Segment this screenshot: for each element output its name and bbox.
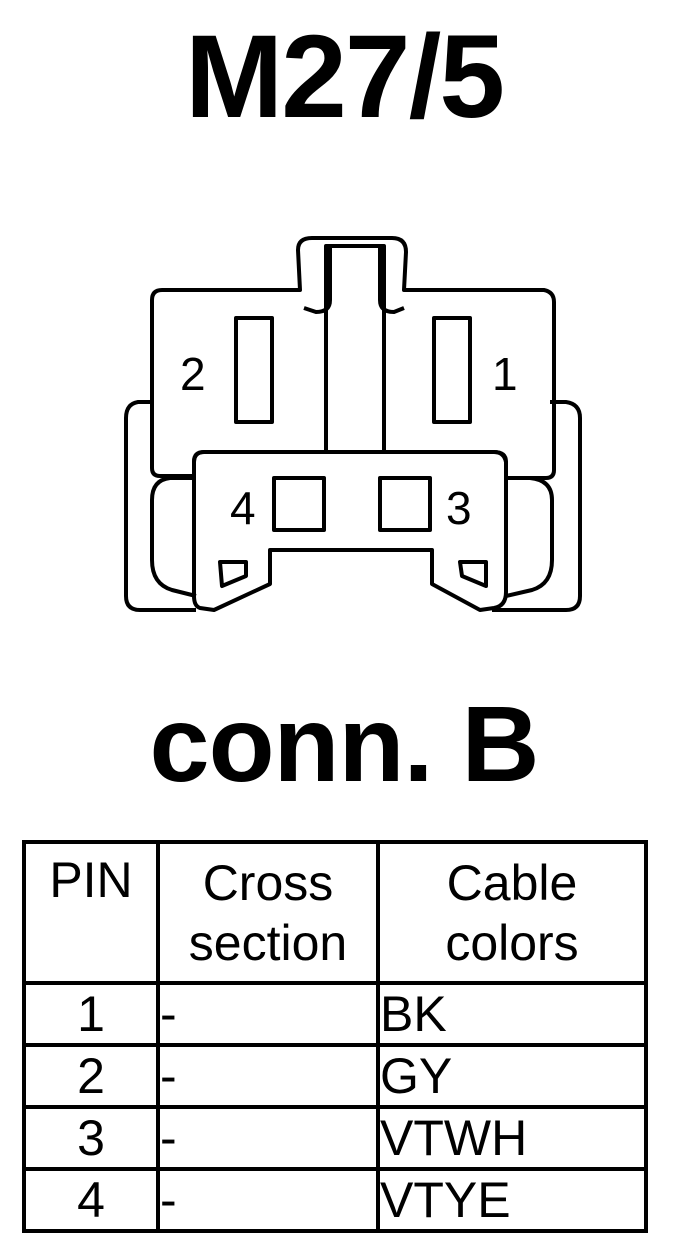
pin-table: PIN Cross section Cable colors 1 - BK 2 …: [22, 840, 648, 1233]
connector-title: M27/5: [185, 11, 505, 143]
pin-1-cavity: [432, 316, 472, 424]
pin-number: 3: [22, 1105, 160, 1171]
table-row: 2 - GY: [22, 1043, 648, 1109]
pin-label-1: 1: [492, 348, 518, 400]
header-cross-section: Cross section: [156, 840, 380, 985]
cross-section-value: -: [156, 1105, 380, 1171]
pin-number: 4: [22, 1167, 160, 1233]
header-pin: PIN: [22, 840, 160, 985]
cross-section-value: -: [156, 1043, 380, 1109]
connector-lower-block: [192, 450, 508, 612]
pin-table-header-row: PIN Cross section Cable colors: [22, 840, 648, 985]
pin-3-cavity: [378, 476, 432, 532]
table-row: 1 - BK: [22, 981, 648, 1047]
pin-label-4: 4: [230, 482, 256, 534]
connector-latch: [324, 244, 386, 452]
cable-color-value: GY: [376, 1043, 648, 1109]
pin-2-cavity: [234, 316, 274, 424]
pin-label-3: 3: [446, 482, 472, 534]
header-cable-colors: Cable colors: [376, 840, 648, 985]
cable-color-value: BK: [376, 981, 648, 1047]
connector-diagram: 2 1 4 3: [124, 236, 582, 612]
pin-4-cavity: [272, 476, 326, 532]
table-row: 3 - VTWH: [22, 1105, 648, 1171]
cable-color-value: VTWH: [376, 1105, 648, 1171]
cross-section-value: -: [156, 981, 380, 1047]
cross-section-value: -: [156, 1167, 380, 1233]
connector-left-wing: [124, 400, 196, 612]
cable-color-value: VTYE: [376, 1167, 648, 1233]
connector-subtitle: conn. B: [149, 683, 540, 804]
pin-number: 2: [22, 1043, 160, 1109]
pin-number: 1: [22, 981, 160, 1047]
table-row: 4 - VTYE: [22, 1167, 648, 1233]
connector-right-wing: [492, 400, 582, 612]
pin-label-2: 2: [180, 348, 206, 400]
